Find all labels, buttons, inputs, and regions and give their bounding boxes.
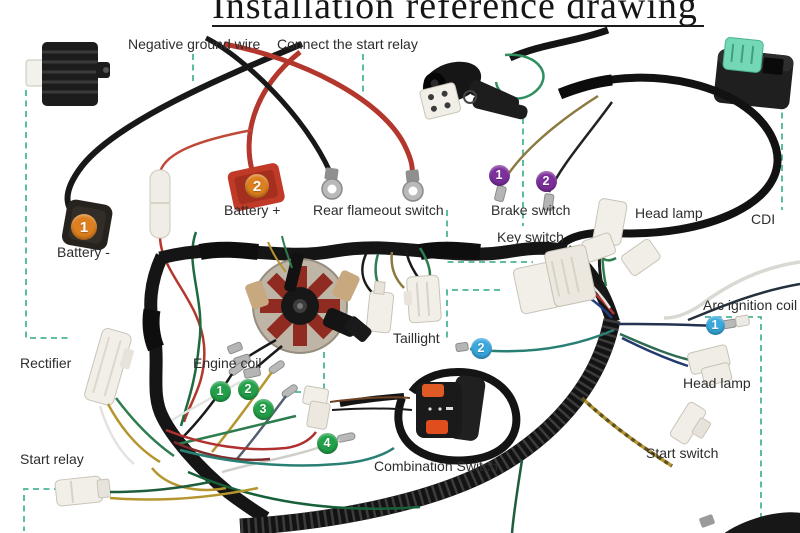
battery-wires-art	[64, 41, 304, 427]
label-connect-the-start-relay: Connect the start relay	[277, 36, 418, 52]
label-key-switch: Key switch	[497, 229, 564, 245]
ring-terminal-wires-art	[204, 35, 415, 177]
fuse-holder-icon	[149, 169, 171, 239]
label-start-relay: Start relay	[20, 451, 84, 467]
leader-lines-art	[23, 54, 783, 531]
badge-engine-coil-1: 1	[209, 380, 231, 402]
rectifier-connector-icon	[84, 328, 175, 465]
stator-icon	[227, 235, 372, 379]
rectifier-icon	[25, 42, 110, 106]
label-engine-coil: Engine coil	[193, 355, 262, 371]
label-arc-ignition-coil: Arc ignition coil	[703, 297, 798, 313]
right-harness-fan-art	[455, 205, 800, 468]
start-switch-connector-icon	[669, 401, 712, 445]
head-lamp-right-connector-icon	[687, 344, 733, 387]
badge-harness-middle-2: 2	[470, 337, 492, 359]
key-switch-icon	[419, 26, 610, 120]
combination-switch-icon	[302, 367, 521, 465]
badge-brake-switch-2: 2	[535, 170, 557, 192]
ring-terminal-icon	[321, 167, 424, 202]
cdi-icon	[713, 37, 794, 110]
badge-battery-minus-1: 1	[71, 214, 97, 240]
label-rear-flameout-switch: Rear flameout switch	[313, 202, 444, 218]
label-combination-switch: Combination Switch	[374, 458, 498, 474]
label-battery-plus: Battery +	[224, 202, 281, 218]
label-head-lamp-top: Head lamp	[635, 205, 703, 221]
badge-brake-switch-1: 1	[488, 164, 510, 186]
arc-ignition-coil-icon	[699, 512, 800, 533]
label-taillight: Taillight	[393, 330, 440, 346]
badge-engine-coil-3: 3	[252, 398, 274, 420]
start-relay-connector-icon	[54, 475, 259, 507]
label-battery-minus: Battery -	[57, 244, 110, 260]
brake-switch-wires-art	[494, 73, 782, 255]
label-brake-switch: Brake switch	[491, 202, 571, 218]
badge-arc-ignition-coil-1: 1	[705, 315, 725, 335]
badge-combination-switch-4: 4	[316, 432, 338, 454]
badge-engine-coil-2: 2	[237, 378, 259, 400]
left-harness-fan-art	[151, 380, 524, 533]
label-rectifier: Rectifier	[20, 355, 72, 371]
page-title: Installation reference drawing	[212, 0, 698, 27]
label-head-lamp-right: Head lamp	[683, 375, 751, 391]
label-negative-ground-wire: Negative ground wire	[128, 36, 261, 52]
label-cdi: CDI	[751, 211, 776, 227]
label-start-switch: Start switch	[646, 445, 719, 461]
taillight-connectors-icon	[361, 247, 442, 334]
title-underline	[212, 25, 704, 27]
key-switch-connector-icon	[513, 244, 597, 315]
badge-battery-plus-2: 2	[245, 174, 269, 198]
conduit-icon	[239, 318, 621, 533]
